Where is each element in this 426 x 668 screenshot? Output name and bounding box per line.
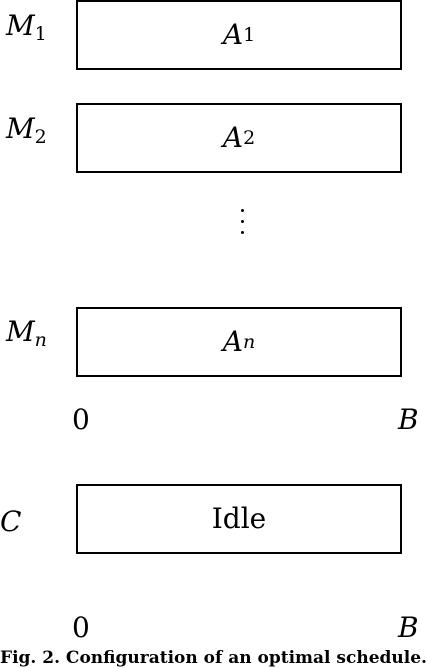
machine-label-m2: M2 — [6, 115, 47, 147]
machine-symbol: M — [6, 315, 35, 348]
machine-label-m1: M1 — [6, 12, 47, 44]
job-subscript: n — [242, 330, 256, 353]
job-subscript: 2 — [243, 126, 256, 149]
vertical-ellipsis — [236, 209, 248, 239]
job-symbol: A — [222, 325, 243, 358]
idle-row-label: C — [0, 505, 22, 538]
machine-subscript: 1 — [34, 23, 47, 45]
idle-box: Idle — [76, 484, 402, 554]
axis-bottom-start: 0 — [72, 611, 90, 644]
machine-symbol: M — [6, 112, 35, 145]
machine-label-mn: Mn — [6, 318, 47, 350]
job-subscript: 1 — [243, 23, 256, 46]
job-symbol: A — [222, 18, 244, 51]
axis-top-end: B — [398, 403, 419, 436]
machine-symbol: M — [6, 9, 35, 42]
machine-subscript: 2 — [34, 126, 47, 148]
machine-subscript: n — [34, 329, 47, 351]
figure-caption: Fig. 2. Configuration of an optimal sche… — [0, 648, 426, 668]
idle-text: Idle — [211, 502, 267, 535]
axis-top-start: 0 — [72, 403, 90, 436]
axis-bottom-end: B — [398, 611, 419, 644]
job-symbol: A — [222, 121, 244, 154]
